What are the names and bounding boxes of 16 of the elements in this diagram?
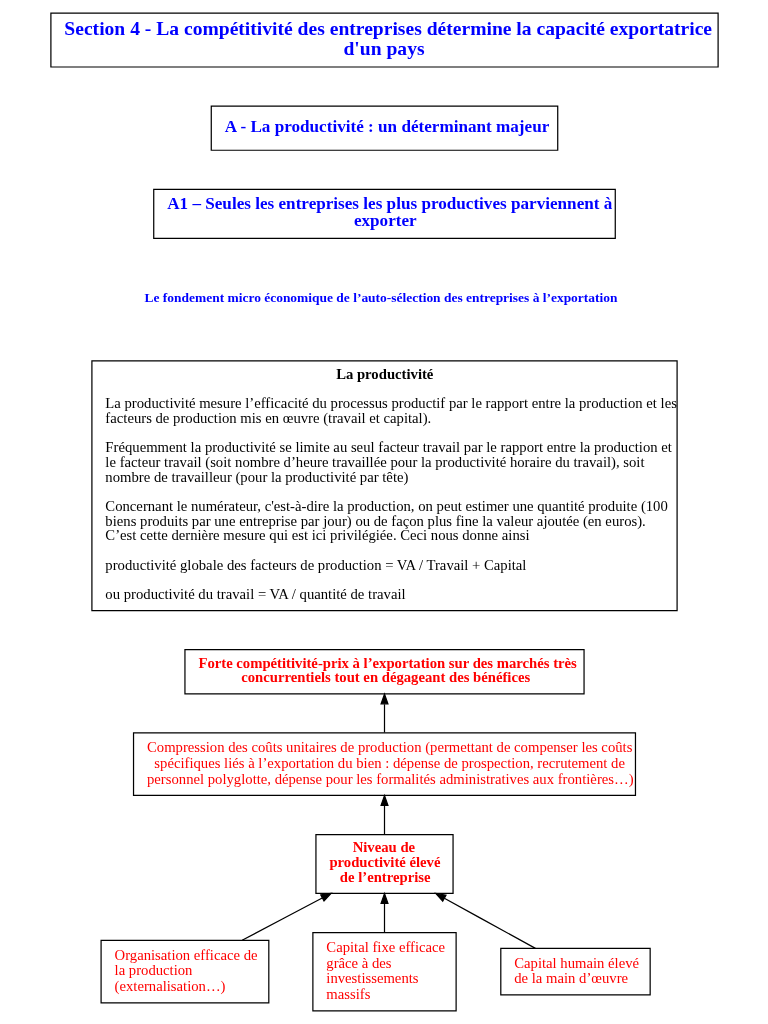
node-box: Forte compétitivité-prix à l’exportation sur des marchés très concurrentiels tout en dégageant des bénéfices: [183, 649, 585, 695]
node-box: La productivité La productivité mesure l’efficacité du processus productif par le rapport entre la production et les facteurs de production mis en œuvre (travail et capital). Fréquemment la productivité se limite au seul facteur travail par le rapport entre la production et le facteur travail (soit nombre d’heure travaillée pour la productivité horaire du travail), soit nombre de travailleur (pour la productivité par tête) Concernant le numérateur, c'est-à-dire la production, on peut estimer une quantité produite (100 biens produits par une entreprise par jour) ou de façon plus fine la valeur ajoutée (en euros). C’est cette dernière mesure qui est ici privilégiée. Ceci nous donne ainsi productivité globale des facteurs de production = VA / Travail + Capital ou productivité du travail = VA / quantité de travail: [90, 360, 678, 612]
node-box: Organisation efficace de la production (externalisation…): [100, 939, 269, 1004]
node-box: Capital humain élevé de la main d’œuvre: [499, 947, 651, 996]
label: Le fondement micro économique de l’auto-sélection des entreprises à l’exportation: [144, 289, 617, 305]
node-box: Section 4 - La compétitivité des entreprises détermine la capacité exportatrice d'un pays: [49, 12, 719, 68]
arrow: [379, 692, 389, 734]
node-box: Niveau de productivité élevé de l’entreprise: [314, 833, 454, 894]
node-box: Compression des coûts unitaires de production (permettant de compenser les coûts spécifiques liés à l’exportation du bien : dépense de prospection, recrutement de personnel polyglotte, dépense pour les formalités administratives aux frontières…): [132, 732, 636, 796]
arrow: [433, 892, 536, 949]
arrow: [379, 793, 389, 835]
node-box: Capital fixe efficace grâce à des investissements massifs: [311, 931, 457, 1012]
arrow: [241, 892, 333, 941]
node-box: A - La productivité : un déterminant majeur: [210, 105, 558, 151]
arrow: [379, 891, 389, 934]
node-box: A1 – Seules les entreprises les plus productives parviennent à exporter: [152, 188, 616, 239]
